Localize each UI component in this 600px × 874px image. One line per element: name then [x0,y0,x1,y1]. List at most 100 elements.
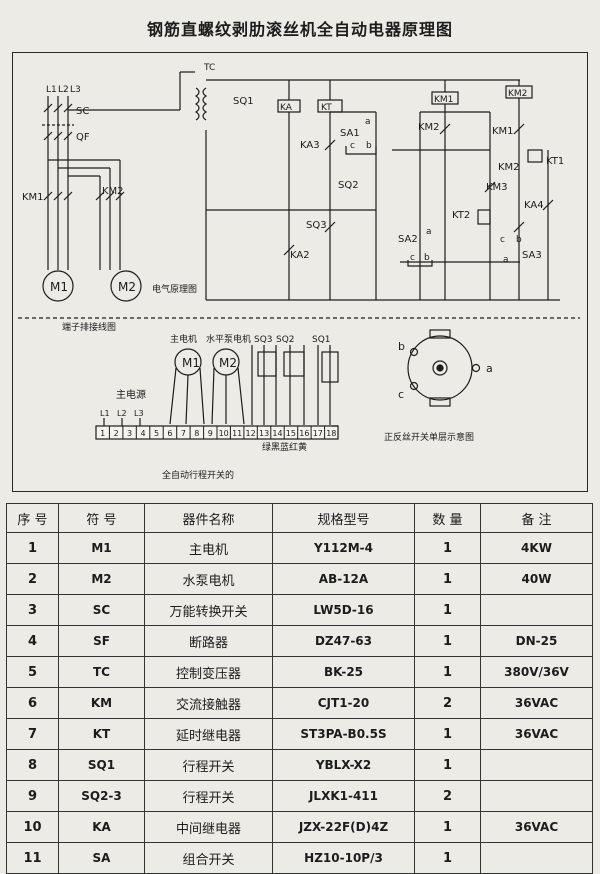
terminal-number: 3 [127,429,132,438]
header-no: 序 号 [6,503,59,533]
cell-code: SC [58,594,145,626]
terminal-number: 13 [259,429,269,438]
power-label-l3: L3 [70,85,81,95]
rotary-c-label: c [398,388,404,401]
cell-code: KT [58,718,145,750]
cell-no: 3 [6,594,59,626]
coil-km1-label: KM1 [434,95,453,105]
diagram-frame [12,52,588,492]
cell-name: 组合开关 [144,842,273,874]
cell-model: HZ10-10P/3 [272,842,415,874]
km2-contact-label: KM2 [418,122,440,133]
sa1-label: SA1 [340,128,360,139]
cell-note: 4KW [480,532,593,564]
kt2-label: KT2 [452,210,470,221]
ka3-label: KA3 [300,140,320,151]
km3-label: KM3 [486,182,508,193]
table-header-row: 序 号 符 号 器件名称 规格型号 数 量 备 注 [6,503,593,533]
sq3-label: SQ3 [306,220,327,231]
sa2-label: SA2 [398,234,418,245]
km1-main-label: KM1 [22,192,44,203]
cell-code: M2 [58,563,145,595]
power-label-l1: L1 [46,85,57,95]
cell-qty: 1 [414,532,481,564]
terminal-number: 10 [219,429,229,438]
rotary-b-label: b [398,340,405,353]
terminal-motor2-label: M2 [219,356,237,370]
cell-note: DN-25 [480,625,593,657]
cell-qty: 2 [414,687,481,719]
sa3-label: SA3 [522,250,542,261]
cell-no: 9 [6,780,59,812]
cell-note [480,780,593,812]
sa2-a-label: a [426,227,432,237]
header-qty: 数 量 [414,503,481,533]
cell-code: SQ2-3 [58,780,145,812]
terminal-number: 18 [326,429,336,438]
terminal-number: 8 [194,429,199,438]
main-power-label: 主电源 [116,388,146,401]
cell-no: 5 [6,656,59,688]
qf-label: QF [76,132,90,143]
sq1-label: SQ1 [233,96,254,107]
cell-no: 10 [6,811,59,843]
cell-name: 延时继电器 [144,718,273,750]
km2-main-label: KM2 [102,186,124,197]
cell-note [480,842,593,874]
cell-name: 断路器 [144,625,273,657]
cell-name: 万能转换开关 [144,594,273,626]
cell-no: 4 [6,625,59,657]
terminal-number: 2 [114,429,119,438]
cell-code: SA [58,842,145,874]
sq2-terminal-label: SQ2 [276,335,295,345]
cell-model: ST3PA-B0.5S [272,718,415,750]
cell-qty: 1 [414,594,481,626]
terminal-number: 14 [272,429,282,438]
coil-ka-label: KA [280,103,293,113]
cell-model: LW5D-16 [272,594,415,626]
sa3-a-label: a [503,255,509,265]
header-name: 器件名称 [144,503,273,533]
header-code: 符 号 [58,503,145,533]
terminal-number: 5 [154,429,159,438]
cell-qty: 1 [414,842,481,874]
sa3-b-label: b [516,235,522,245]
cell-note: 36VAC [480,811,593,843]
cell-qty: 2 [414,780,481,812]
kt1-label: KT1 [546,156,564,167]
terminal-number: 7 [181,429,186,438]
sa1-b-label: b [366,141,372,151]
cell-note: 36VAC [480,687,593,719]
cell-model: JLXK1-411 [272,780,415,812]
terminal-number: 12 [246,429,256,438]
power-label-l2: L2 [58,85,69,95]
cell-model: BK-25 [272,656,415,688]
terminal-number: 11 [232,429,242,438]
cell-code: TC [58,656,145,688]
cell-qty: 1 [414,563,481,595]
terminal-number: 4 [141,429,146,438]
cell-name: 行程开关 [144,780,273,812]
km2-kt1-label: KM2 [498,162,520,173]
cell-code: M1 [58,532,145,564]
cell-note: 40W [480,563,593,595]
tc-label: TC [203,63,215,73]
cell-model: CJT1-20 [272,687,415,719]
terminal-number: 17 [313,429,323,438]
page-title: 钢筋直螺纹剥肋滚丝机全自动电器原理图 [146,20,453,39]
cell-name: 控制变压器 [144,656,273,688]
electrical-schematic: TC L1 L2 L3 SC QF KM1 KM2 M1 M2 电气原理图 KA… [18,63,580,481]
cell-name: 交流接触器 [144,687,273,719]
cell-code: KA [58,811,145,843]
motor2-label: M2 [118,280,136,294]
header-model: 规格型号 [272,503,415,533]
cell-note: 380V/36V [480,656,593,688]
sa1-c-label: c [350,141,355,151]
